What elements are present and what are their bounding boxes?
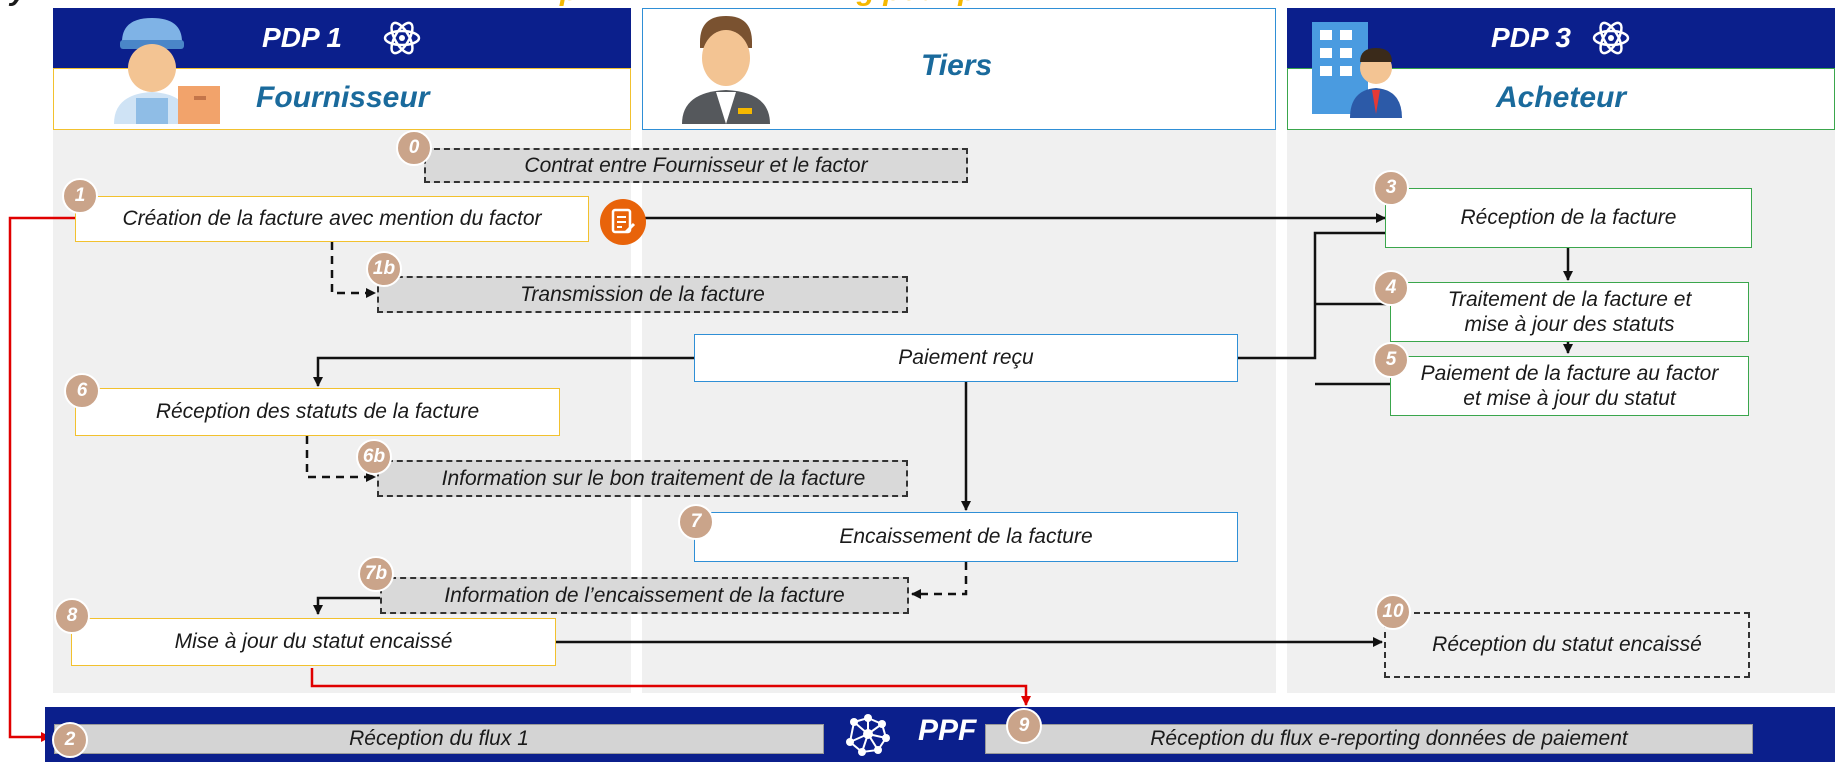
step-8-badge: 8 [54,598,90,634]
step-3-box: Réception de la facture [1385,188,1752,248]
step-7b-text: Information de l’encaissement de la fact… [444,583,845,607]
step-6b-box: Information sur le bon traitement de la … [377,460,908,497]
step-1b-box: Transmission de la facture [377,276,908,313]
step-6-badge: 6 [64,373,100,409]
cropped-title-left: y [10,0,27,8]
step-0-text: Contrat entre Fournisseur et le factor [524,153,868,177]
step-6-box: Réception des statuts de la facture [75,388,560,436]
step-7b-box: Information de l’encaissement de la fact… [380,577,909,614]
supplier-role-label: Fournisseur [256,81,430,114]
step-9-text: Réception du flux e-reporting données de… [1150,727,1628,751]
pdp1-header: PDP 1 [53,8,631,68]
atom-icon [383,21,421,55]
document-edit-icon [600,199,646,245]
step-1b-badge: 1b [366,251,402,287]
step-7-box: Encaissement de la facture [694,512,1238,562]
step-9-badge: 9 [1006,708,1042,744]
cropped-title-highlight-1: p [560,0,578,8]
delivery-worker-icon [114,18,220,124]
network-icon [846,714,890,756]
office-building-icon [1312,22,1402,118]
cropped-title: y p ing pour p [0,0,1835,8]
step-2-text: Réception du flux 1 [349,727,529,751]
buyer-role-box: Acheteur [1287,68,1835,130]
step-8-box: Mise à jour du statut encaissé [71,618,556,666]
buyer-role-label: Acheteur [1496,81,1627,114]
step-2-box: Réception du flux 1 [54,724,824,754]
pdp3-title: PDP 3 [1491,22,1571,53]
step-0-box: Contrat entre Fournisseur et le factor [424,148,968,183]
step-6-text: Réception des statuts de la facture [155,400,480,424]
step-10-badge: 10 [1375,594,1411,630]
step-6b-text: Information sur le bon traitement de la … [441,466,866,490]
step-1-badge: 1 [62,178,98,214]
step-5-box: Paiement de la facture au factor et mise… [1390,356,1749,416]
tiers-role-label: Tiers [921,49,993,82]
step-5-text: Paiement de la facture au factor et mise… [1420,361,1719,410]
ppf-label: PPF [918,714,977,747]
step-1b-text: Transmission de la facture [520,282,765,306]
step-10-text: Réception du statut encaissé [1432,633,1702,657]
step-4-text: Traitement de la facture et mise à jour … [1447,287,1692,336]
step-5-badge: 5 [1373,342,1409,378]
step-1-box: Création de la facture avec mention du f… [75,196,589,242]
step-9-box: Réception du flux e-reporting données de… [985,724,1753,754]
step-7b-badge: 7b [358,556,394,592]
step-1-text: Création de la facture avec mention du f… [122,207,542,231]
payment-received-text: Paiement reçu [898,346,1034,370]
payment-received-box: Paiement reçu [694,334,1238,382]
step-0-badge: 0 [396,130,432,166]
businessman-icon [682,16,770,124]
cropped-title-highlight-2: ing pour p [830,0,977,8]
step-3-badge: 3 [1373,170,1409,206]
step-8-text: Mise à jour du statut encaissé [174,630,453,654]
step-7-badge: 7 [678,504,714,540]
step-7-text: Encaissement de la facture [839,525,1093,549]
step-4-badge: 4 [1373,270,1409,306]
step-6b-badge: 6b [356,439,392,475]
step-4-box: Traitement de la facture et mise à jour … [1390,282,1749,342]
atom-icon [1592,21,1630,55]
step-3-text: Réception de la facture [1460,206,1677,230]
pdp1-title: PDP 1 [262,22,342,53]
step-2-badge: 2 [52,722,88,758]
step-10-box: Réception du statut encaissé [1384,612,1750,678]
